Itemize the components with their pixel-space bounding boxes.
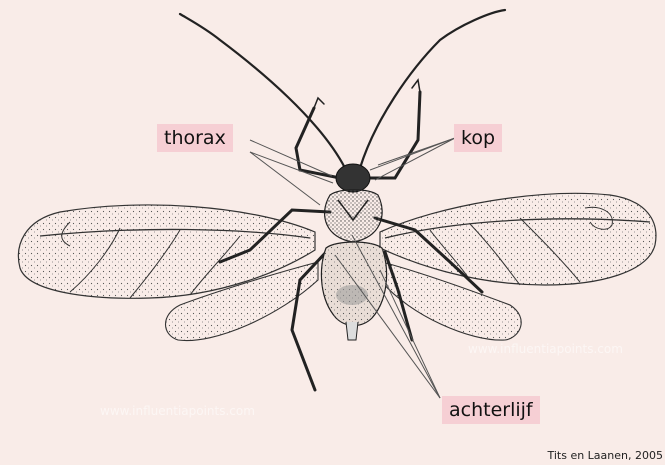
label-thorax: thorax [157,124,233,152]
watermark-right: www.influentiapoints.com [468,342,623,356]
watermark-left: www.influentiapoints.com [100,404,255,418]
label-achterlijf: achterlijf [442,396,540,424]
image-credit: Tits en Laanen, 2005 [547,449,663,462]
label-kop: kop [454,124,502,152]
right-wing [380,193,656,285]
aphid-body [321,164,386,340]
